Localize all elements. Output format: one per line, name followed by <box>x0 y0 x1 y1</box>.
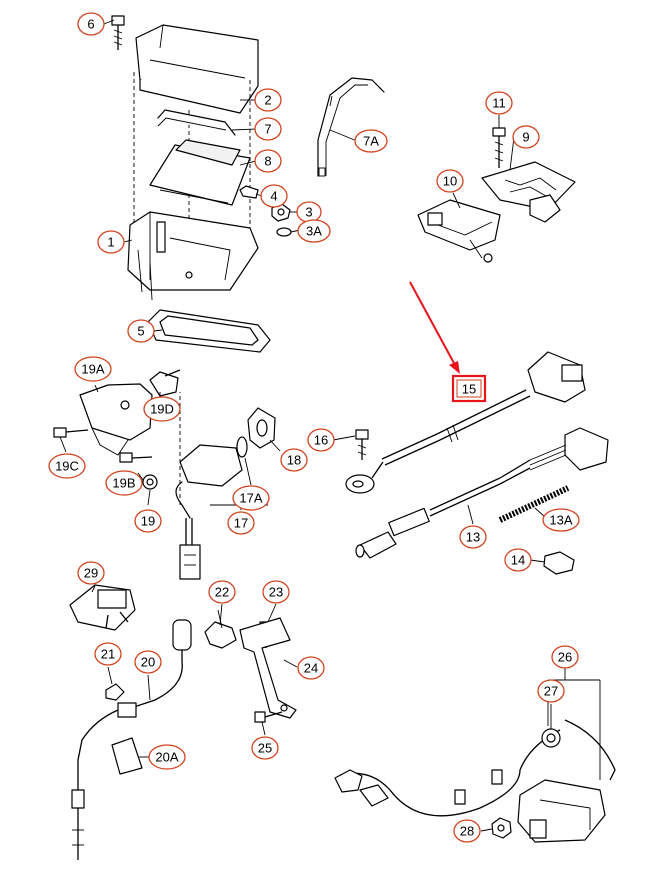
svg-text:19D: 19D <box>150 402 174 417</box>
bolt-16 <box>355 429 369 460</box>
svg-text:3A: 3A <box>306 224 322 239</box>
svg-text:9: 9 <box>522 130 529 145</box>
svg-text:27: 27 <box>544 684 558 699</box>
svg-text:19A: 19A <box>81 362 104 377</box>
screw-6 <box>111 15 125 50</box>
o2-sensor-13 <box>355 427 609 559</box>
svg-text:28: 28 <box>460 824 474 839</box>
callout-15[interactable]: 15 <box>451 374 487 403</box>
svg-text:24: 24 <box>304 661 318 676</box>
callout-29[interactable]: 29 <box>77 561 105 585</box>
svg-text:20: 20 <box>141 655 155 670</box>
svg-text:22: 22 <box>215 585 229 600</box>
pressure-sensor-29 <box>69 584 136 631</box>
svg-text:26: 26 <box>558 650 572 665</box>
callout-8[interactable]: 8 <box>254 149 282 173</box>
callout-26[interactable]: 26 <box>551 645 579 669</box>
callout-9[interactable]: 9 <box>512 125 540 149</box>
callout-21[interactable]: 21 <box>94 642 122 666</box>
callout-27[interactable]: 27 <box>537 679 565 703</box>
svg-text:17A: 17A <box>239 491 262 506</box>
bracket-22 <box>204 609 237 649</box>
callout-3[interactable]: 3 <box>296 201 322 223</box>
svg-text:4: 4 <box>270 189 277 204</box>
svg-text:11: 11 <box>492 96 506 111</box>
egt-sensor-20 <box>71 619 192 860</box>
callout-19B[interactable]: 19B <box>105 470 143 496</box>
clip-14 <box>543 551 575 575</box>
callout-17[interactable]: 17 <box>227 511 255 535</box>
callout-19A[interactable]: 19A <box>74 356 112 382</box>
svg-text:19: 19 <box>141 514 155 529</box>
callout-20[interactable]: 20 <box>134 650 162 674</box>
callout-28[interactable]: 28 <box>453 819 481 843</box>
svg-text:21: 21 <box>101 647 115 662</box>
svg-text:23: 23 <box>269 585 283 600</box>
callout-13[interactable]: 13 <box>459 525 487 549</box>
callout-6[interactable]: 6 <box>77 12 105 36</box>
callout-16[interactable]: 16 <box>307 428 335 452</box>
callout-20A[interactable]: 20A <box>148 744 186 770</box>
bracket-7A <box>317 77 385 177</box>
clip-21 <box>105 683 125 701</box>
svg-text:13A: 13A <box>549 513 572 528</box>
svg-text:29: 29 <box>84 566 98 581</box>
callout-14[interactable]: 14 <box>504 548 532 572</box>
bolt-25 <box>254 711 283 723</box>
callout-2[interactable]: 2 <box>254 88 282 112</box>
callout-25[interactable]: 25 <box>251 736 279 760</box>
svg-text:2: 2 <box>264 93 271 108</box>
svg-text:8: 8 <box>264 154 271 169</box>
plate-20A <box>111 737 143 775</box>
nut-28 <box>491 817 512 839</box>
callout-1[interactable]: 1 <box>97 230 125 254</box>
sensor-26-assembly <box>334 679 616 843</box>
ecu-board-8 <box>149 139 251 206</box>
callout-19C[interactable]: 19C <box>48 453 86 479</box>
callout-22[interactable]: 22 <box>208 580 236 604</box>
callout-5[interactable]: 5 <box>127 319 155 343</box>
bracket-24 <box>239 617 297 719</box>
callout-13A[interactable]: 13A <box>542 508 580 532</box>
svg-text:5: 5 <box>137 324 144 339</box>
callout-17A[interactable]: 17A <box>232 485 270 511</box>
callout-19D[interactable]: 19D <box>143 396 181 422</box>
ecu-housing-1 <box>127 211 259 301</box>
svg-text:25: 25 <box>258 741 272 756</box>
svg-text:7A: 7A <box>363 134 379 149</box>
highlight-arrow <box>409 281 460 374</box>
svg-text:3: 3 <box>305 205 312 220</box>
ecu-assembly <box>111 15 292 353</box>
module-assembly <box>417 127 576 263</box>
callouts: 6 2 7 8 4 3 3A 1 5 7A 11 9 10 15 16 13 1… <box>48 12 580 843</box>
svg-text:1: 1 <box>107 235 114 250</box>
svg-text:20A: 20A <box>155 750 178 765</box>
callout-23[interactable]: 23 <box>262 580 290 604</box>
svg-text:18: 18 <box>287 453 301 468</box>
callout-7A[interactable]: 7A <box>354 129 388 153</box>
callout-10[interactable]: 10 <box>436 169 464 193</box>
svg-text:13: 13 <box>466 530 480 545</box>
svg-text:15: 15 <box>462 382 476 397</box>
svg-text:16: 16 <box>314 433 328 448</box>
callout-7[interactable]: 7 <box>254 117 282 141</box>
callout-3A[interactable]: 3A <box>297 219 331 243</box>
callout-11[interactable]: 11 <box>485 91 513 115</box>
callout-19[interactable]: 19 <box>134 509 162 533</box>
svg-text:10: 10 <box>443 174 457 189</box>
svg-text:7: 7 <box>264 122 271 137</box>
cam-sensor-group <box>53 369 276 580</box>
ecu-cover-2 <box>135 24 259 114</box>
callout-18[interactable]: 18 <box>280 448 308 472</box>
svg-text:19B: 19B <box>112 476 135 491</box>
svg-text:17: 17 <box>234 516 248 531</box>
svg-text:14: 14 <box>511 553 525 568</box>
callout-4[interactable]: 4 <box>260 184 288 208</box>
knock-sensor-15 <box>345 351 586 494</box>
callout-24[interactable]: 24 <box>297 656 325 680</box>
svg-text:6: 6 <box>87 17 94 32</box>
svg-text:19C: 19C <box>55 459 79 474</box>
